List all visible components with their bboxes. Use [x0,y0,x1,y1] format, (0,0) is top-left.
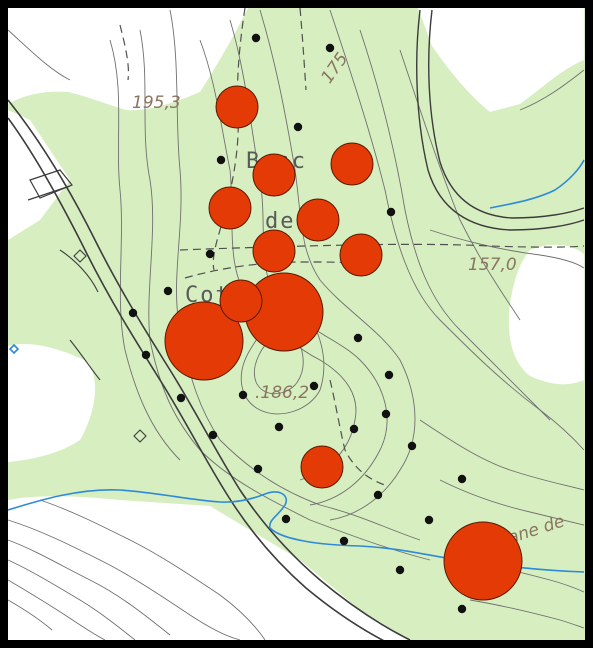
elevation-label-195: 195,3 [132,93,181,113]
red-circle-marker[interactable] [330,142,374,186]
survey-point [238,390,248,400]
survey-point [457,474,467,484]
survey-point [384,370,394,380]
white-area-bottom-left [8,496,410,640]
red-circle-marker[interactable] [219,279,263,323]
survey-point [353,333,363,343]
red-circle-marker[interactable] [300,445,344,489]
proportional-circles[interactable] [164,85,523,601]
survey-point [373,490,383,500]
survey-point [128,308,138,318]
survey-point [339,536,349,546]
survey-point [395,565,405,575]
main-road [7,99,411,646]
survey-points [128,33,467,614]
survey-point [325,43,335,53]
red-circle-marker[interactable] [252,153,296,197]
red-circle-marker[interactable] [252,229,296,273]
red-circle-marker[interactable] [296,198,340,242]
red-circle-marker[interactable] [215,85,259,129]
white-area-lower-left [8,343,95,462]
survey-point [274,422,284,432]
survey-point [381,409,391,419]
survey-point [281,514,291,524]
white-area-top-left [8,8,248,111]
survey-point [205,249,215,259]
survey-point [216,155,226,165]
white-area-top-right [418,8,584,112]
place-name-de: de [265,209,296,234]
survey-point [253,464,263,474]
survey-point [141,350,151,360]
survey-point [293,122,303,132]
red-circle-marker[interactable] [164,301,244,381]
survey-point [457,604,467,614]
red-circle-marker[interactable] [339,233,383,277]
survey-point [309,381,319,391]
survey-point [386,207,396,217]
red-circle-marker[interactable] [443,521,523,601]
white-area-right [508,244,584,385]
survey-point [407,441,417,451]
contour-lines [7,9,585,641]
white-area-left [8,110,70,240]
survey-point [163,286,173,296]
survey-point [176,393,186,403]
survey-point [208,430,218,440]
survey-point [349,424,359,434]
elevation-label-186: .186,2 [255,383,309,403]
minor-track [59,249,147,443]
survey-point [251,33,261,43]
secondary-road [416,9,585,231]
red-circle-marker[interactable] [208,186,252,230]
elevation-label-157: 157,0 [468,255,517,275]
survey-point [424,515,434,525]
